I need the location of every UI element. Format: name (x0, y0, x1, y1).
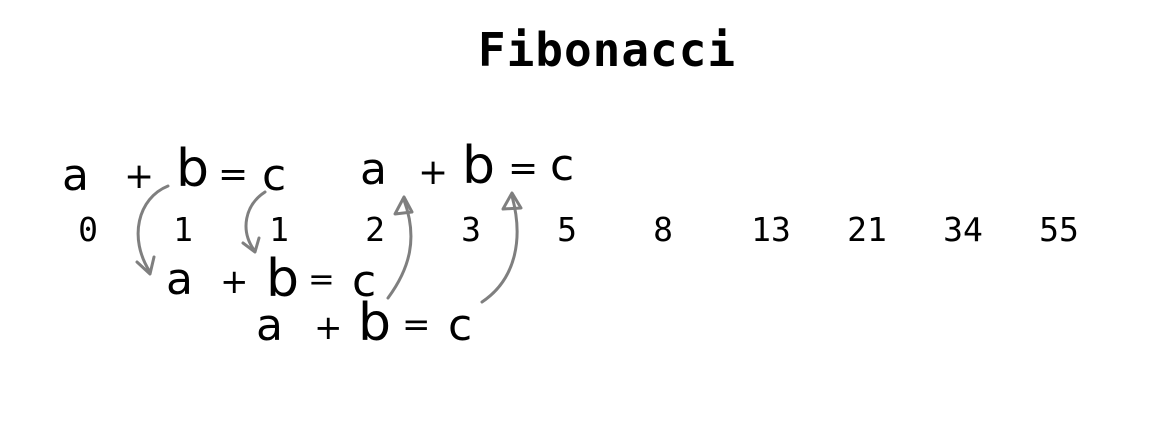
arrowhead-hollow (393, 195, 414, 216)
formula-variable-b: b (462, 136, 495, 196)
formula-variable-c: c (448, 300, 472, 351)
arrow-down-left (136, 184, 170, 274)
formula-variable-b: b (358, 293, 391, 353)
formula-variable-a: a (62, 150, 89, 201)
arrowhead (241, 236, 261, 254)
sequence-number: 3 (461, 210, 481, 249)
formula-top-right: a + b = c (360, 136, 574, 196)
formula-equals: = (402, 305, 431, 345)
formula-variable-c: c (352, 256, 376, 307)
formula-plus: + (124, 156, 154, 197)
sequence-number: 34 (943, 210, 983, 249)
formula-variable-a: a (360, 144, 387, 195)
formula-variable-a: a (256, 300, 283, 351)
page-title: Fibonacci (477, 23, 737, 77)
arrow-down-right (244, 190, 267, 252)
formula-equals: = (218, 154, 248, 195)
formula-variable-b: b (176, 139, 209, 199)
sequence-number: 8 (653, 210, 673, 249)
formula-variable-b: b (266, 249, 299, 309)
sequence-number: 55 (1039, 210, 1079, 249)
arrowhead (135, 255, 156, 276)
sequence-number: 1 (173, 210, 193, 249)
formula-plus: + (418, 152, 448, 193)
sequence-number: 21 (847, 210, 887, 249)
arrow-up-right (480, 194, 519, 304)
formula-middle: a + b = c (166, 249, 376, 309)
sequence-number: 0 (78, 210, 98, 249)
sequence-number: 5 (557, 210, 577, 249)
sequence-number: 13 (751, 210, 791, 249)
arrowhead-hollow (501, 191, 523, 211)
formula-bottom: a + b = c (256, 293, 472, 353)
formula-equals: = (308, 260, 335, 298)
formula-plus: + (220, 262, 249, 302)
formula-equals: = (508, 148, 538, 189)
sequence-number: 2 (365, 210, 385, 249)
formula-top-left: a + b = c (62, 139, 286, 201)
sequence-number: 1 (269, 210, 289, 249)
formula-plus: + (314, 308, 343, 348)
formula-variable-a: a (166, 254, 193, 305)
formula-variable-c: c (550, 140, 574, 191)
